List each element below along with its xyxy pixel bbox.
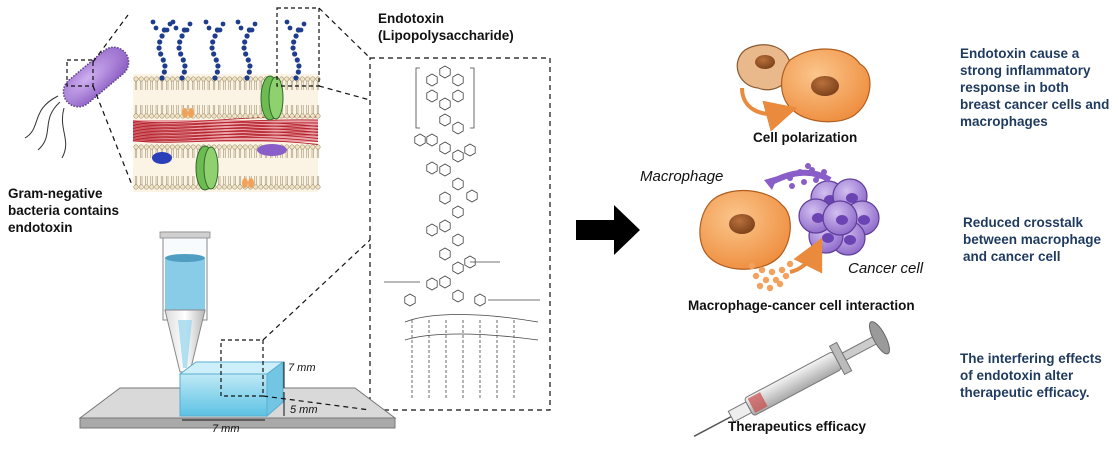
dimension-width-bottom: 7 mm	[212, 423, 240, 435]
dimension-height-top: 7 mm	[288, 362, 316, 374]
cancer-cell-label: Cancer cell	[848, 260, 924, 277]
macrophage-label: Macrophage	[640, 168, 724, 185]
effect-therapeutic: The interfering effects of endotoxin alt…	[960, 351, 1102, 400]
syringe-illustration	[693, 321, 890, 437]
effect-crosstalk: Reduced crosstalk between macrophage and…	[963, 215, 1102, 264]
bioprinter-illustration	[78, 231, 397, 429]
membrane-illustration	[132, 19, 321, 192]
interaction-label: Macrophage-cancer cell interaction	[688, 298, 915, 313]
endotoxin-subtitle: (Lipopolysaccharide)	[378, 28, 514, 43]
cell-polarization-illustration	[736, 44, 871, 132]
bacteria-label: Gram-negative bacteria contains endotoxi…	[8, 186, 120, 235]
effect-inflammatory: Endotoxin cause a strong inflammatory re…	[960, 46, 1110, 129]
lps-structure-box	[369, 57, 551, 411]
right-arrow-icon	[576, 205, 640, 255]
lps-chemical-structure	[384, 65, 540, 400]
bacteria-illustration	[24, 46, 130, 159]
dimension-height-side: 5 mm	[290, 404, 318, 416]
cell-polarization-label: Cell polarization	[753, 130, 858, 145]
interaction-illustration	[699, 163, 880, 292]
endotoxin-title: Endotoxin	[378, 11, 444, 26]
therapeutics-label: Therapeutics efficacy	[728, 419, 867, 434]
